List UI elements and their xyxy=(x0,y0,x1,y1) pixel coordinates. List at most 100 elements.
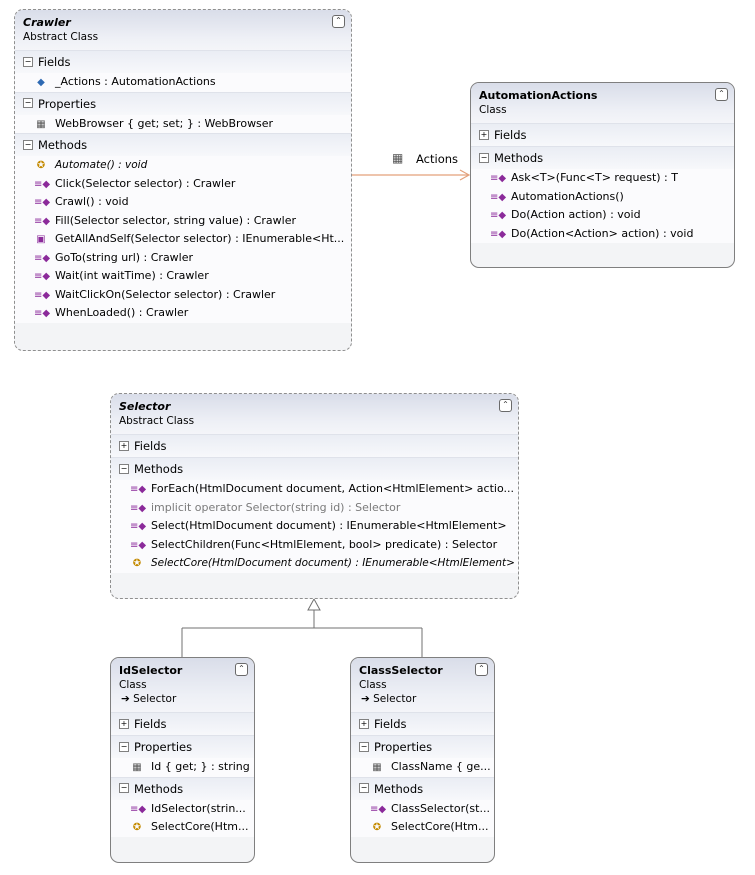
automationactions-method[interactable]: ≡◆Ask<T>(Func<T> request) : T xyxy=(471,169,734,188)
classselector-method[interactable]: ✪SelectCore(Htm... xyxy=(351,818,494,837)
idselector-base-class: ➔ Selector xyxy=(121,693,177,705)
crawler-method[interactable]: ≡◆Fill(Selector selector, string value) … xyxy=(15,211,351,230)
selector-methods-header[interactable]: −Methods xyxy=(111,457,518,480)
method-icon: ≡◆ xyxy=(490,173,507,184)
automationactions-header: AutomationActions Class ⌃ xyxy=(471,83,734,123)
method-icon: ≡◆ xyxy=(34,215,51,227)
idselector-header: IdSelector Class ➔ Selector ⌃ xyxy=(111,658,254,712)
crawler-method[interactable]: ≡◆WhenLoaded() : Crawler xyxy=(15,304,351,323)
association-label: Actions xyxy=(416,152,459,166)
property-icon: ▦ xyxy=(36,118,46,130)
collapse-chevron-icon[interactable]: ⌃ xyxy=(235,663,248,676)
method-icon: ≡◆ xyxy=(130,521,147,532)
classselector-method[interactable]: ≡◆ClassSelector(st... xyxy=(351,799,494,818)
collapse-minus-icon[interactable]: − xyxy=(23,139,33,150)
crawler-method[interactable]: ≡◆WaitClickOn(Selector selector) : Crawl… xyxy=(15,285,351,304)
classselector-name: ClassSelector xyxy=(359,664,443,677)
automationactions-methods-header[interactable]: −Methods xyxy=(471,146,734,169)
selector-stereotype: Abstract Class xyxy=(119,415,195,427)
crawler-name: Crawler xyxy=(23,16,71,29)
overridable-method-icon: ✪ xyxy=(36,160,46,171)
idselector-fields-header[interactable]: +Fields xyxy=(111,712,254,735)
idselector-method[interactable]: ✪SelectCore(Htm... xyxy=(111,818,254,837)
crawler-field[interactable]: ◆_Actions : AutomationActions xyxy=(15,73,351,92)
idselector-properties-header[interactable]: −Properties xyxy=(111,735,254,758)
collapse-chevron-icon[interactable]: ⌃ xyxy=(499,399,512,412)
selector-method[interactable]: ✪SelectCore(HtmlDocument document) : IEn… xyxy=(111,554,518,573)
method-icon: ≡◆ xyxy=(130,502,147,514)
crawler-properties-header[interactable]: −Properties xyxy=(15,91,351,115)
crawler-fields-header[interactable]: −Fields xyxy=(15,50,351,73)
selector-fields-header[interactable]: +Fields xyxy=(111,434,518,457)
idselector-method[interactable]: ≡◆IdSelector(strin... xyxy=(111,799,254,818)
crawler-method[interactable]: ▣GetAllAndSelf(Selector selector) : IEnu… xyxy=(15,230,351,249)
collapse-chevron-icon[interactable]: ⌃ xyxy=(475,663,488,676)
method-icon: ≡◆ xyxy=(490,228,507,240)
collapse-minus-icon[interactable]: − xyxy=(119,741,129,752)
expand-plus-icon[interactable]: + xyxy=(359,718,369,729)
collapse-minus-icon[interactable]: − xyxy=(23,98,33,108)
method-icon: ≡◆ xyxy=(34,308,51,319)
selector-method[interactable]: ≡◆SelectChildren(Func<HtmlElement, bool>… xyxy=(111,535,518,554)
method-icon: ≡◆ xyxy=(130,803,147,815)
expand-plus-icon[interactable]: + xyxy=(119,718,129,729)
method-icon: ≡◆ xyxy=(34,197,51,208)
idselector-property[interactable]: ▦Id { get; } : string xyxy=(111,758,254,777)
selector-method[interactable]: ≡◆ForEach(HtmlDocument document, Action<… xyxy=(111,480,518,499)
crawler-property[interactable]: ▦WebBrowser { get; set; } : WebBrowser xyxy=(15,114,351,133)
method-icon: ≡◆ xyxy=(130,484,147,495)
method-icon: ≡◆ xyxy=(34,252,51,264)
collapse-minus-icon[interactable]: − xyxy=(119,783,129,793)
selector-header: Selector Abstract Class ⌃ xyxy=(111,394,518,434)
overridable-method-icon: ✪ xyxy=(132,558,142,569)
automationactions-method[interactable]: ≡◆Do(Action<Action> action) : void xyxy=(471,224,734,243)
expand-plus-icon[interactable]: + xyxy=(119,440,129,451)
automationactions-name: AutomationActions xyxy=(479,89,598,102)
overridable-method-icon: ✪ xyxy=(132,822,142,833)
classselector-base-class: ➔ Selector xyxy=(361,693,417,705)
collapse-minus-icon[interactable]: − xyxy=(119,463,129,474)
property-icon: ▦ xyxy=(132,762,142,773)
crawler-header: Crawler Abstract Class ⌃ xyxy=(15,10,351,50)
classselector-header: ClassSelector Class ➔ Selector ⌃ xyxy=(351,658,494,712)
method-icon: ≡◆ xyxy=(370,803,387,815)
selector-class-box[interactable]: Selector Abstract Class ⌃ +Fields −Metho… xyxy=(110,393,519,599)
crawler-method[interactable]: ≡◆GoTo(string url) : Crawler xyxy=(15,248,351,267)
crawler-method[interactable]: ≡◆Crawl() : void xyxy=(15,193,351,212)
collapse-chevron-icon[interactable]: ⌃ xyxy=(332,15,345,28)
crawler-class-box[interactable]: Crawler Abstract Class ⌃ −Fields ◆_Actio… xyxy=(14,9,352,351)
classselector-property[interactable]: ▦ClassName { ge... xyxy=(351,758,494,777)
selector-method[interactable]: ≡◆implicit operator Selector(string id) … xyxy=(111,498,518,517)
crawler-methods-header[interactable]: −Methods xyxy=(15,133,351,156)
crawler-method[interactable]: ≡◆Click(Selector selector) : Crawler xyxy=(15,174,351,193)
selector-method[interactable]: ≡◆Select(HtmlDocument document) : IEnume… xyxy=(111,517,518,536)
crawler-stereotype: Abstract Class xyxy=(23,31,99,43)
automationactions-class-box[interactable]: AutomationActions Class ⌃ +Fields −Metho… xyxy=(470,82,735,268)
collapse-minus-icon[interactable]: − xyxy=(23,56,33,67)
method-icon: ≡◆ xyxy=(34,178,51,190)
classselector-properties-header[interactable]: −Properties xyxy=(351,735,494,758)
crawler-method[interactable]: ✪Automate() : void xyxy=(15,156,351,175)
classselector-class-box[interactable]: ClassSelector Class ➔ Selector ⌃ +Fields… xyxy=(350,657,495,863)
protected-method-icon: ▣ xyxy=(36,234,46,245)
method-icon: ≡◆ xyxy=(490,210,507,221)
classselector-methods-header[interactable]: −Methods xyxy=(351,776,494,800)
classselector-fields-header[interactable]: +Fields xyxy=(351,712,494,735)
method-icon: ≡◆ xyxy=(490,191,507,203)
collapse-chevron-icon[interactable]: ⌃ xyxy=(715,88,728,101)
overridable-method-icon: ✪ xyxy=(372,822,382,833)
collapse-minus-icon[interactable]: − xyxy=(359,741,369,752)
idselector-class-box[interactable]: IdSelector Class ➔ Selector ⌃ +Fields −P… xyxy=(110,657,255,863)
collapse-minus-icon[interactable]: − xyxy=(479,152,489,163)
idselector-stereotype: Class xyxy=(119,679,147,691)
idselector-methods-header[interactable]: −Methods xyxy=(111,776,254,800)
association-arrowhead xyxy=(459,169,471,181)
expand-plus-icon[interactable]: + xyxy=(479,129,489,140)
automationactions-method[interactable]: ≡◆Do(Action action) : void xyxy=(471,206,734,225)
method-icon: ≡◆ xyxy=(34,289,51,301)
automationactions-method[interactable]: ≡◆AutomationActions() xyxy=(471,187,734,206)
automationactions-fields-header[interactable]: +Fields xyxy=(471,123,734,146)
collapse-minus-icon[interactable]: − xyxy=(359,783,369,793)
crawler-method[interactable]: ≡◆Wait(int waitTime) : Crawler xyxy=(15,267,351,286)
